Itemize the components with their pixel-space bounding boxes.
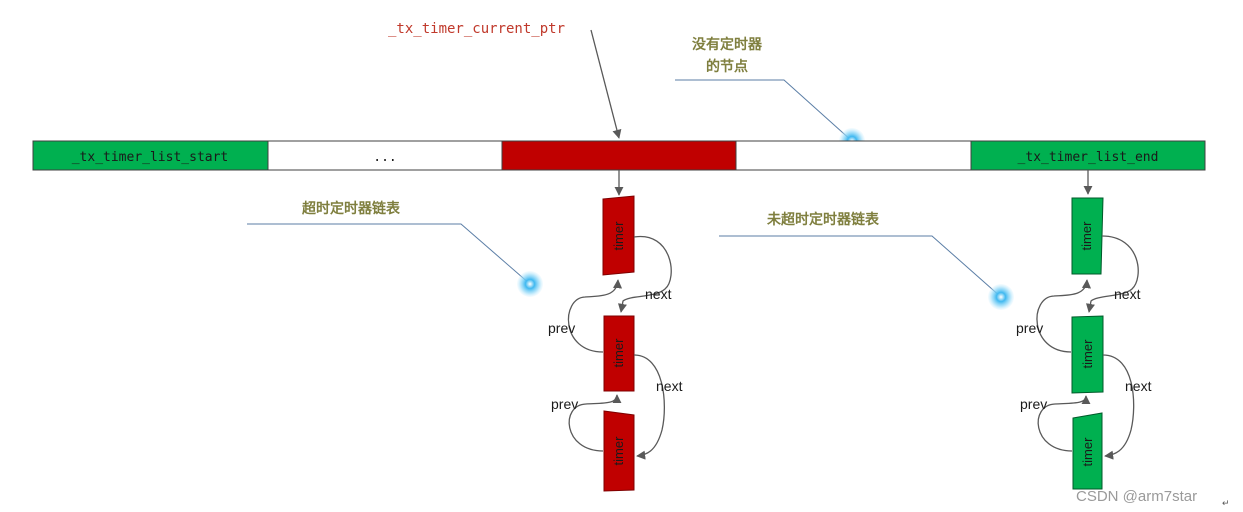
expired-prev-arrow-1 [567,279,623,353]
list-cell-current [501,140,737,171]
unexpired-next-label-1: next [1114,286,1141,302]
watermark: CSDN @arm7star [1076,488,1197,505]
unexpired-next-label-2: next [1125,378,1152,394]
unexpired-prev-label-1: prev [1016,320,1043,336]
expired-prev-arrow-2 [568,394,622,452]
expired-prev-label-1: prev [548,320,575,336]
expired-next-arrow-2 [633,354,666,460]
unexpired-prev-arrow-2 [1037,395,1091,452]
expired-next-arrow-1 [617,235,672,313]
timer-list-bar: _tx_timer_list_start ... _tx_timer_list_… [32,140,1206,171]
unexpired-timer-3-label: timer [1080,437,1095,467]
list-start-label: _tx_timer_list_start [72,150,229,165]
unexpired-timer-2-label: timer [1080,339,1095,369]
unexpired-prev-arrow-1 [1036,279,1092,353]
empty-node-annotation: 没有定时器 的节点 [675,36,865,154]
unexpired-timer-1-label: timer [1079,221,1094,251]
expired-timer-node-2 [603,315,635,392]
empty-node-callout-line [675,79,853,142]
unexpired-timer-node-2 [1071,315,1104,394]
list-end-label: _tx_timer_list_end [1018,150,1159,165]
expired-timer-1-label: timer [611,221,626,251]
list-cell-empty [735,140,972,171]
expired-list-label: 超时定时器链表 [301,200,401,217]
unexpired-list-label: 未超时定时器链表 [767,211,880,228]
unexpired-timer-chain: timer timer timer next prev next prev [1016,170,1152,490]
unexpired-prev-label-2: prev [1020,396,1047,412]
list-cell-end [970,140,1206,171]
expired-timer-chain: timer timer timer next prev next prev [548,170,683,492]
list-ellipsis-label: ... [373,150,396,165]
expired-list-callout-dot [517,271,543,297]
expired-timer-node-1 [602,195,635,276]
empty-node-label-line1: 没有定时器 [692,36,763,53]
list-cell-ellipsis [267,140,503,171]
unexpired-list-annotation: 未超时定时器链表 [719,211,1014,310]
unexpired-list-callout-line [719,235,1002,298]
unexpired-timer-node-1 [1071,197,1104,275]
expired-next-label-2: next [656,378,683,394]
unexpired-timer-node-3 [1072,412,1103,490]
expired-list-callout-line [247,223,531,285]
unexpired-list-callout-dot [988,284,1014,310]
expired-prev-label-2: prev [551,396,578,412]
current-ptr-label: _tx_timer_current_ptr [388,21,565,37]
expired-timer-3-label: timer [611,436,626,466]
unexpired-next-arrow-2 [1102,354,1135,460]
expired-timer-node-3 [603,410,635,492]
expired-next-label-1: next [645,286,672,302]
unexpired-next-arrow-1 [1085,235,1139,313]
current-ptr-arrow [590,29,622,139]
empty-node-label-line2: 的节点 [706,58,748,75]
corner-mark: ↵ [1222,498,1230,508]
expired-timer-2-label: timer [611,338,626,368]
expired-list-annotation: 超时定时器链表 [247,200,543,297]
